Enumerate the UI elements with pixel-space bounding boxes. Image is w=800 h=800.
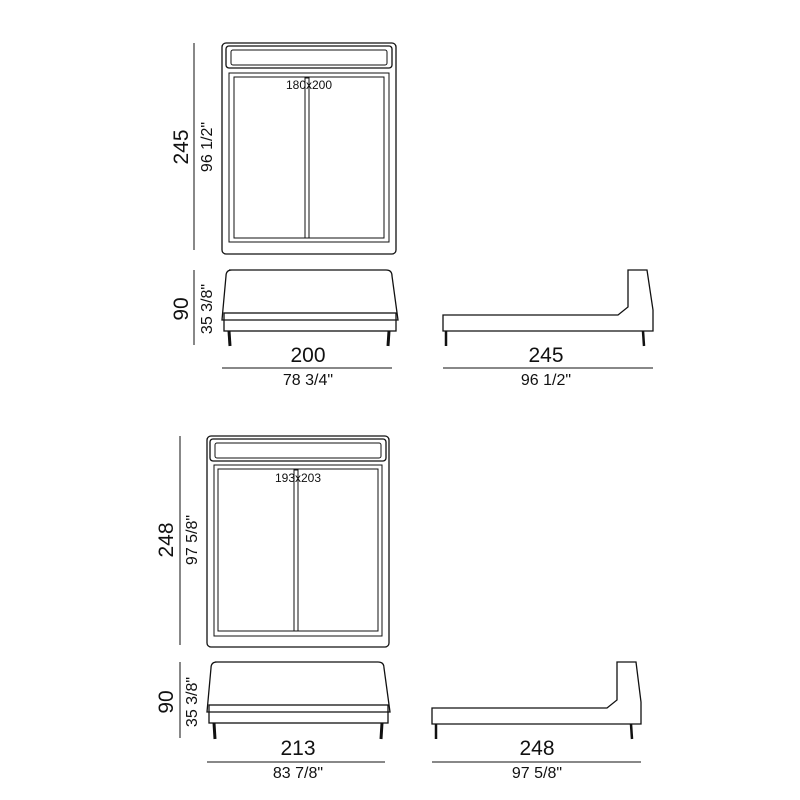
front-view-1 (221, 269, 399, 347)
height-in-label: 35 3/8" (184, 677, 201, 727)
side-length-cm-label: 248 (519, 737, 554, 760)
plan-view-1: 180x200 (221, 42, 397, 255)
side-length-cm-label: 245 (528, 344, 563, 367)
dimension-lines-2 (179, 436, 641, 763)
front-view-2 (206, 661, 391, 740)
height-in-label: 35 3/8" (199, 284, 216, 334)
side-view-2 (431, 661, 642, 740)
height-cm-label: 90 (155, 690, 178, 713)
height-cm-label: 90 (170, 297, 193, 320)
side-view-1 (442, 269, 654, 347)
width-cm-label: 200 (290, 344, 325, 367)
width-in-label: 78 3/4" (283, 372, 333, 389)
length-cm-label: 248 (155, 522, 178, 557)
dimension-lines-1 (193, 43, 653, 369)
width-in-label: 83 7/8" (273, 765, 323, 782)
side-length-in-label: 96 1/2" (521, 372, 571, 389)
variant-2: 193x203 248 97 5/8" 90 35 3/8" 213 83 7/… (155, 435, 642, 782)
length-cm-label: 245 (170, 129, 193, 164)
side-length-in-label: 97 5/8" (512, 765, 562, 782)
width-cm-label: 213 (280, 737, 315, 760)
mattress-size-label: 193x203 (275, 471, 321, 485)
length-in-label: 97 5/8" (184, 515, 201, 565)
mattress-size-label: 180x200 (286, 78, 332, 92)
variant-1: 180x200 245 96 1/2" 90 35 3/8" 200 78 3/… (170, 42, 654, 389)
plan-view-2: 193x203 (206, 435, 390, 648)
length-in-label: 96 1/2" (199, 122, 216, 172)
